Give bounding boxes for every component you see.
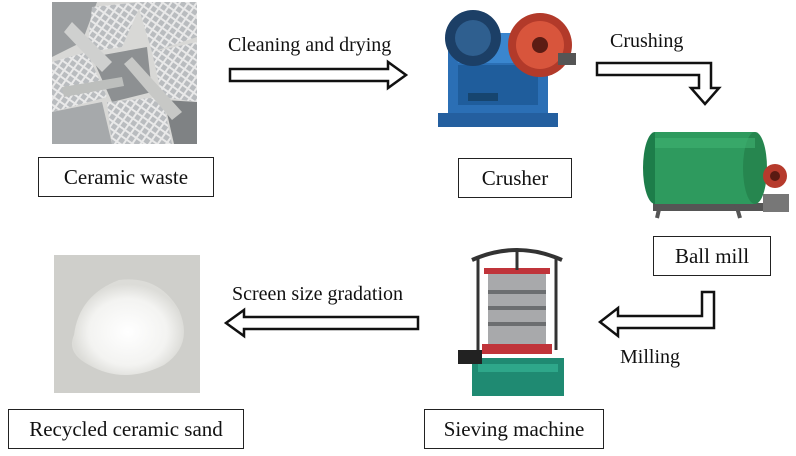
ceramic-waste-image (52, 2, 197, 144)
crusher-image (438, 10, 576, 127)
sieving-machine-image (458, 248, 564, 396)
screen-size-gradation-text: Screen size gradation (232, 283, 404, 305)
right-arrow-icon (228, 59, 409, 91)
sieving-machine-label: Sieving machine (424, 409, 604, 449)
ball-mill-label: Ball mill (653, 236, 771, 276)
cleaning-and-drying-text: Cleaning and drying (228, 34, 392, 56)
left-arrow-icon (223, 307, 420, 339)
crushing-text: Crushing (610, 30, 684, 52)
recycled-ceramic-sand-label: Recycled ceramic sand (8, 409, 244, 449)
elbow-down-arrow-icon (595, 61, 722, 106)
crusher-label: Crusher (458, 158, 572, 198)
recycled-sand-image (54, 255, 200, 393)
milling-text: Milling (620, 346, 681, 368)
elbow-left-arrow-icon (597, 290, 716, 339)
ceramic-waste-label: Ceramic waste (38, 157, 214, 197)
ball-mill-image (643, 132, 789, 219)
